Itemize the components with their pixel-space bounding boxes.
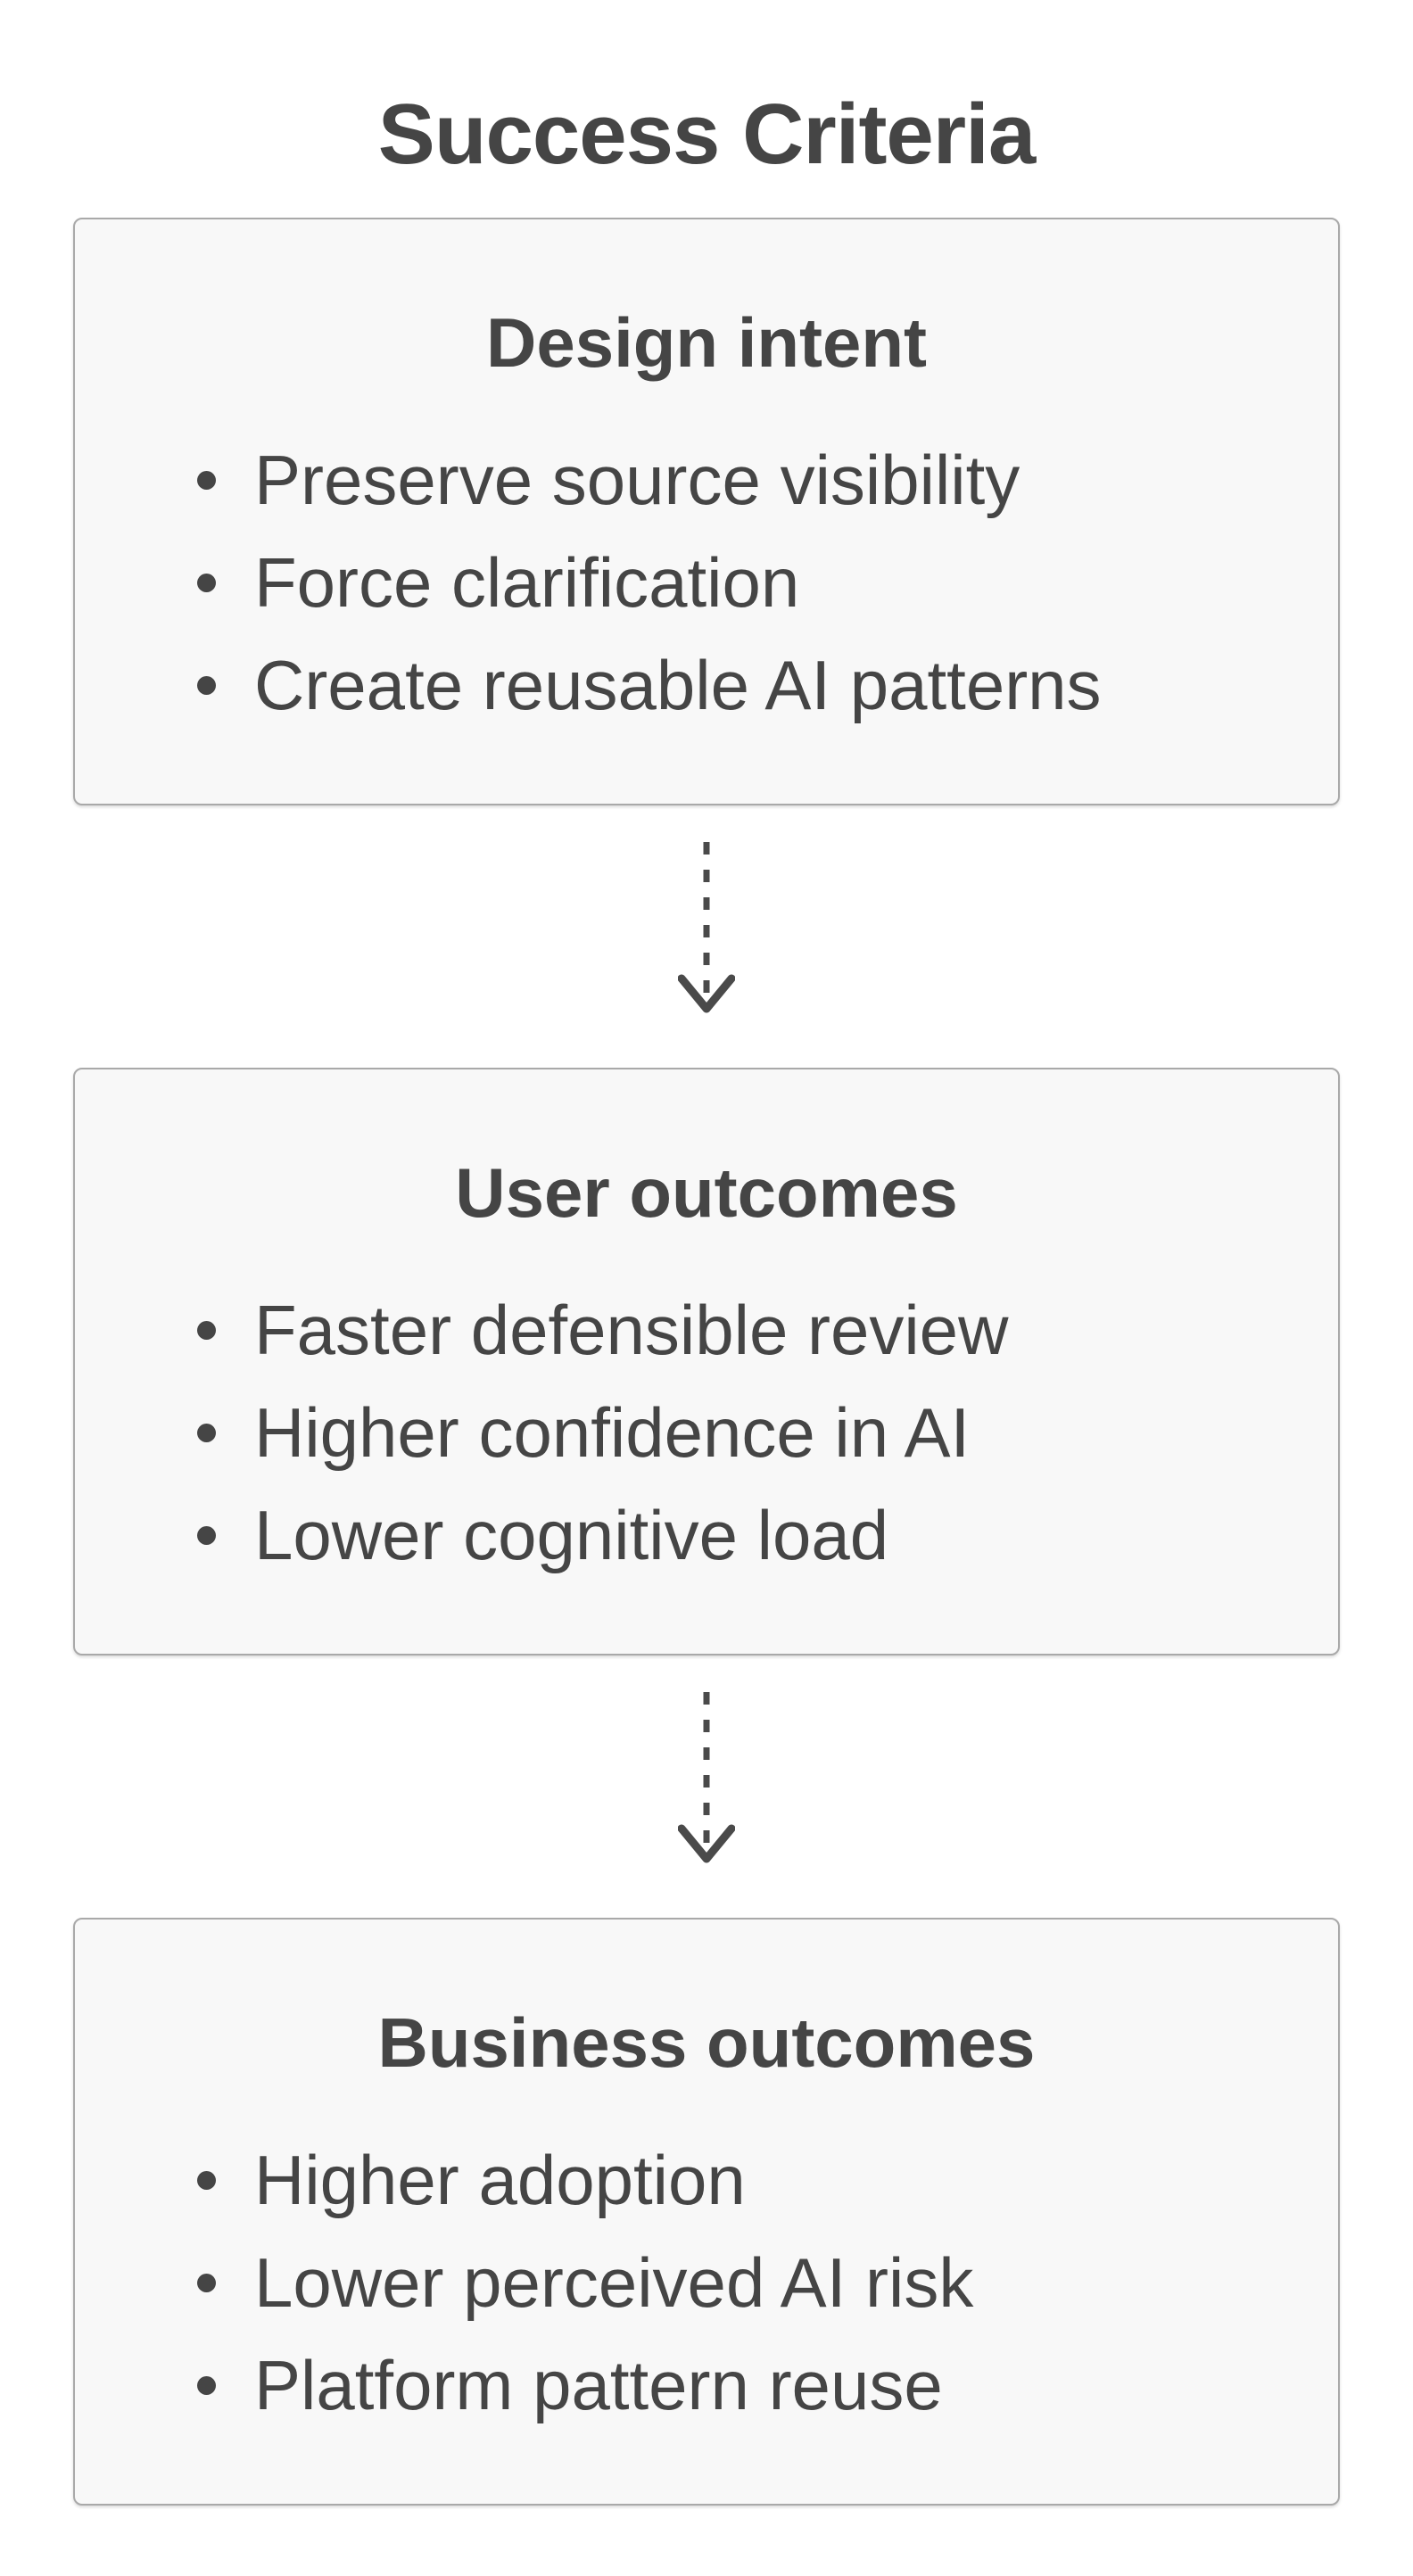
bullet-item: Higher confidence in AI xyxy=(197,1382,1285,1484)
bullet-list: Preserve source visibility Force clarifi… xyxy=(197,429,1285,737)
bullet-item: Create reusable AI patterns xyxy=(197,634,1285,737)
flowchart: Design intent Preserve source visibility… xyxy=(73,218,1340,2506)
node-title: Design intent xyxy=(485,303,927,382)
bullet-item: Faster defensible review xyxy=(197,1279,1285,1382)
dashed-arrow-down-icon xyxy=(678,842,735,1013)
node-title: User outcomes xyxy=(455,1153,958,1232)
diagram-title: Success Criteria xyxy=(377,87,1036,182)
bullet-item: Platform pattern reuse xyxy=(197,2334,1285,2437)
flow-connector xyxy=(73,805,1340,1068)
node-design-intent: Design intent Preserve source visibility… xyxy=(73,218,1340,805)
node-business-outcomes: Business outcomes Higher adoption Lower … xyxy=(73,1918,1340,2506)
bullet-list: Higher adoption Lower perceived AI risk … xyxy=(197,2129,1285,2437)
bullet-item: Lower cognitive load xyxy=(197,1484,1285,1587)
bullet-list: Faster defensible review Higher confiden… xyxy=(197,1279,1285,1587)
bullet-item: Lower perceived AI risk xyxy=(197,2232,1285,2334)
bullet-item: Preserve source visibility xyxy=(197,429,1285,532)
node-user-outcomes: User outcomes Faster defensible review H… xyxy=(73,1068,1340,1655)
flow-connector xyxy=(73,1655,1340,1918)
bullet-item: Higher adoption xyxy=(197,2129,1285,2232)
bullet-item: Force clarification xyxy=(197,532,1285,634)
node-title: Business outcomes xyxy=(377,2003,1036,2082)
dashed-arrow-down-icon xyxy=(678,1692,735,1863)
